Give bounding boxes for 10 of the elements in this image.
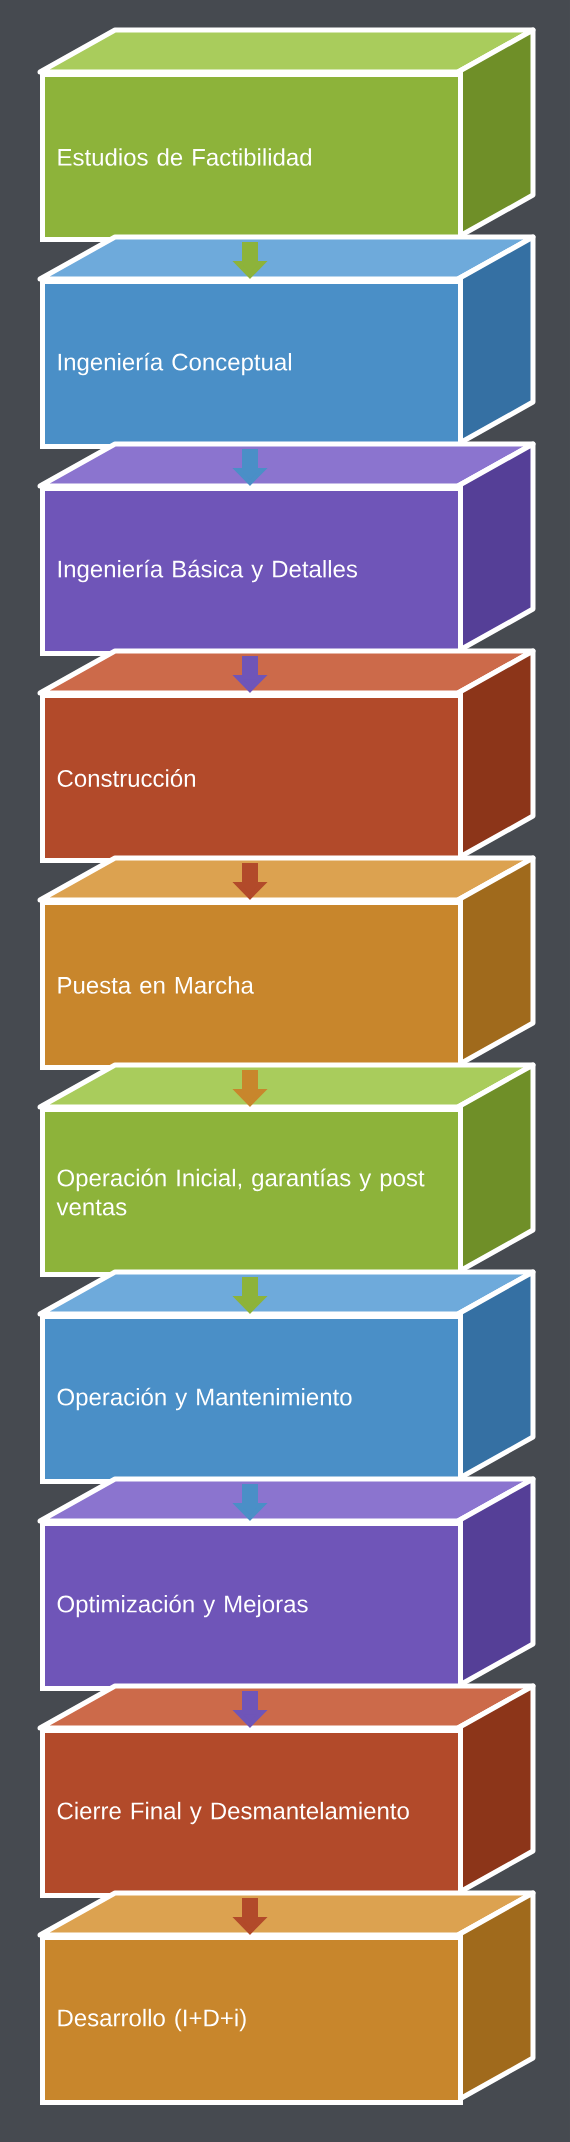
- block: Puesta en Marcha: [37, 855, 536, 1070]
- block: Optimización y Mejoras: [37, 1476, 536, 1691]
- block: Operación Inicial, garantías y post ventas: [37, 1062, 536, 1277]
- block: Cierre Final y Desmantelamiento: [37, 1683, 536, 1898]
- block: Construcción: [37, 648, 536, 863]
- block: Ingeniería Básica y Detalles: [37, 441, 536, 656]
- block: Operación y Mantenimiento: [37, 1269, 536, 1484]
- block: Desarrollo (I+D+i): [37, 1890, 536, 2105]
- block: Ingeniería Conceptual: [37, 234, 536, 449]
- block: Estudios de Factibilidad: [37, 27, 536, 242]
